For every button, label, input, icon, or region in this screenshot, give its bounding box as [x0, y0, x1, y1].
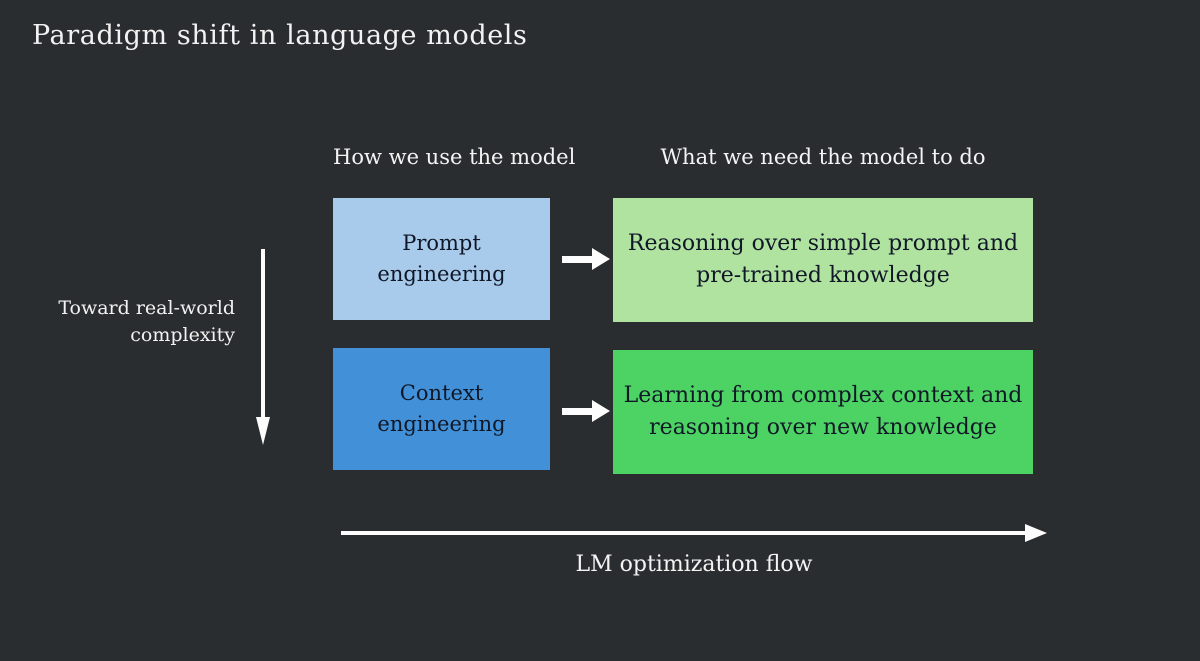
- requirement-box-row2-line2: reasoning over new knowledge: [649, 415, 997, 440]
- column-header-left: How we use the model: [333, 145, 576, 169]
- method-box-context-engineering-line1: Context: [399, 381, 484, 405]
- right-arrow-row1-head: [592, 248, 610, 270]
- vertical-axis-label: Toward real-world complexity: [10, 295, 235, 349]
- down-arrow-icon: [256, 249, 270, 445]
- requirement-box-row1-line2: pre-trained knowledge: [696, 263, 950, 288]
- down-arrow-shaft: [261, 249, 265, 421]
- method-box-context-engineering-text: Context engineering: [377, 378, 505, 440]
- right-arrow-row2-head: [592, 400, 610, 422]
- right-arrow-icon-row2: [562, 400, 610, 422]
- page-title: Paradigm shift in language models: [32, 20, 528, 51]
- method-box-prompt-engineering-text: Prompt engineering: [377, 228, 505, 290]
- vertical-axis-label-line2: complexity: [130, 324, 235, 346]
- requirement-box-row1-text: Reasoning over simple prompt and pre-tra…: [628, 228, 1018, 292]
- right-arrow-row2-shaft: [562, 408, 596, 415]
- method-box-context-engineering: Context engineering: [333, 348, 550, 470]
- method-box-prompt-engineering-line2: engineering: [377, 262, 506, 286]
- down-arrow-head: [256, 417, 270, 445]
- flow-caption: LM optimization flow: [575, 552, 813, 577]
- method-box-prompt-engineering-line1: Prompt: [402, 231, 481, 255]
- requirement-box-row1-line1: Reasoning over simple prompt and: [627, 231, 1019, 256]
- flow-arrow-head: [1025, 524, 1047, 542]
- column-header-right: What we need the model to do: [660, 145, 986, 169]
- right-arrow-icon-row1: [562, 248, 610, 270]
- vertical-axis-label-line1: Toward real-world: [58, 297, 235, 319]
- right-arrow-row1-shaft: [562, 256, 596, 263]
- flow-arrow-icon: [341, 522, 1047, 544]
- requirement-box-row1: Reasoning over simple prompt and pre-tra…: [613, 198, 1033, 322]
- method-box-context-engineering-line2: engineering: [377, 412, 506, 436]
- method-box-prompt-engineering: Prompt engineering: [333, 198, 550, 320]
- requirement-box-row2-text: Learning from complex context and reason…: [624, 380, 1023, 444]
- requirement-box-row2: Learning from complex context and reason…: [613, 350, 1033, 474]
- requirement-box-row2-line1: Learning from complex context and: [623, 383, 1023, 408]
- flow-arrow-shaft: [341, 531, 1031, 535]
